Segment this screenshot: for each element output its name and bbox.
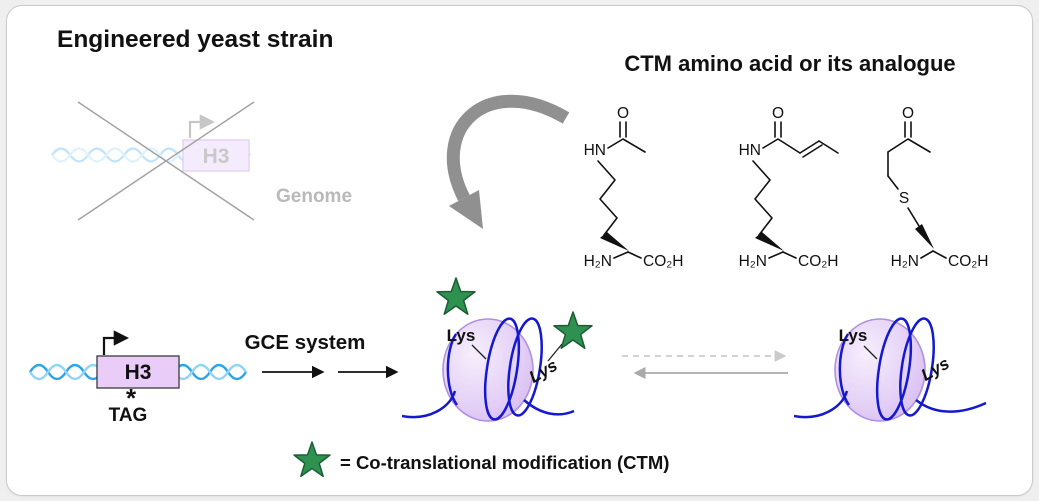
bond	[887, 138, 931, 153]
dna-tail	[523, 399, 575, 416]
acetyl-lysine-structure: O HN H₂N CO₂H	[584, 105, 684, 270]
bond	[768, 251, 784, 259]
wedge-bond	[600, 232, 629, 251]
carbonyl-o-label: O	[617, 105, 629, 122]
lys-label-top: Lys	[839, 326, 868, 345]
main-title: Engineered yeast strain	[57, 26, 333, 53]
ctm-supply-arrow	[446, 94, 570, 229]
bond	[613, 251, 629, 259]
double-bond	[802, 144, 823, 158]
dna-wrap-ring	[875, 317, 913, 421]
dna-wrap-ring	[899, 317, 935, 417]
amber-asterisk: *	[126, 383, 137, 413]
lys-connector-line	[547, 343, 563, 362]
h2n-label: H₂N	[739, 253, 767, 270]
carbonyl-o-label: O	[772, 105, 784, 122]
genome-deleted-gene: H3 Genome	[51, 101, 352, 221]
side-chain	[597, 160, 618, 236]
bond	[607, 138, 646, 153]
co2h-label: CO₂H	[798, 253, 838, 270]
ctm-star-icon	[436, 277, 476, 315]
lys-connector-line	[471, 344, 487, 360]
h2n-label: H₂N	[891, 253, 919, 270]
carbonyl-o-label: O	[902, 105, 914, 122]
genome-gene-box	[182, 139, 250, 172]
nucleosome-unmodified: Lys Lys	[793, 317, 987, 422]
dna-wrap-ring	[507, 317, 543, 417]
bond	[887, 175, 899, 190]
construct-gene-box	[96, 355, 180, 389]
ctm-star-icon	[293, 441, 331, 478]
amber-codon-label: TAG	[109, 405, 148, 426]
bond	[818, 140, 839, 154]
bond	[782, 251, 797, 259]
bond	[627, 251, 642, 259]
dna-tail	[915, 399, 987, 413]
construct-promoter-arrow	[102, 330, 130, 355]
wedge-bond	[755, 232, 784, 251]
thioether-analogue-structure: O S H₂N CO₂H	[887, 105, 988, 270]
lys-connector-line	[863, 345, 878, 360]
bond	[920, 250, 934, 259]
crotonyl-lysine-structure: O HN H₂N CO₂H	[739, 105, 839, 270]
dna-tail	[793, 390, 849, 419]
genome-promoter-arrow	[188, 114, 216, 138]
lys-label-top: Lys	[447, 326, 476, 345]
wedge-bond	[915, 224, 934, 249]
dna-wrap	[446, 333, 459, 406]
genome-gene-label: H3	[203, 145, 230, 168]
gce-system-label: GCE system	[245, 331, 366, 354]
side-chain	[752, 160, 773, 236]
gce-system-step: GCE system	[245, 331, 399, 379]
legend: = Co-translational modification (CTM)	[293, 441, 669, 478]
curved-arrow-body	[446, 94, 570, 201]
dna-wrap-ring	[483, 317, 521, 421]
genome-label: Genome	[276, 186, 352, 207]
double-bond	[799, 140, 820, 154]
ctm-title: CTM amino acid or its analogue	[624, 51, 955, 76]
bond	[932, 250, 947, 259]
curved-arrow-head	[449, 190, 483, 229]
bond	[762, 138, 801, 154]
construct-gene-label: H3	[125, 361, 152, 384]
nucleosome-modified: Lys Lys	[401, 277, 593, 422]
co2h-label: CO₂H	[643, 253, 683, 270]
h3-tag-construct: H3 * TAG	[28, 330, 248, 426]
legend-text: = Co-translational modification (CTM)	[340, 452, 669, 473]
bond	[907, 207, 920, 227]
knockout-cross-line	[77, 101, 255, 221]
hn-label: HN	[584, 142, 606, 159]
co2h-label: CO₂H	[948, 253, 988, 270]
dna-tail	[401, 390, 457, 419]
hn-label: HN	[739, 142, 761, 159]
sulfur-label: S	[899, 190, 909, 207]
ctm-star-icon	[553, 311, 593, 349]
equilibrium-arrows	[622, 350, 788, 379]
dna-wrap	[838, 333, 851, 406]
h2n-label: H₂N	[584, 253, 612, 270]
